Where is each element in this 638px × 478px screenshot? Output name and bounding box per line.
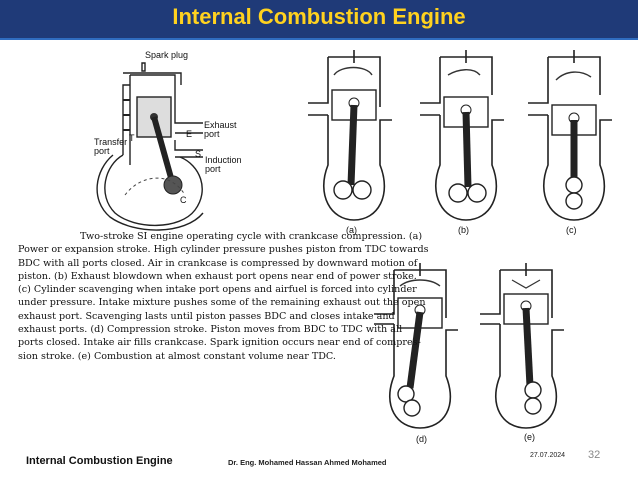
transfer-port-label: Transfer port: [94, 137, 128, 156]
cycle-diagram-e: [480, 263, 564, 429]
title-bar: Internal Combustion Engine: [0, 0, 638, 38]
diagram-label-e: (e): [524, 432, 535, 442]
caption-line: exhaust ports. (d) Compression stroke. P…: [18, 324, 403, 336]
induction-port-label: Induction port: [205, 155, 242, 174]
caption-line: piston. (b) Exhaust blowdown when exhaus…: [18, 270, 417, 282]
page-number: 32: [588, 449, 601, 461]
caption-line: Two-stroke SI engine operating cycle wit…: [80, 231, 423, 242]
label-c: C: [180, 195, 187, 205]
caption-line: exhaust port. Scavenging lasts until pis…: [18, 310, 395, 322]
title-underline: [0, 38, 638, 40]
connecting-rod-shape: [151, 116, 176, 186]
label-t: T: [129, 133, 135, 143]
diagram-label-b: (b): [458, 225, 469, 235]
caption-line: under pressure. Intake mixture pushes so…: [18, 297, 426, 309]
label-e: E: [186, 129, 193, 139]
diagram-label-a: (a): [346, 225, 357, 235]
caption-line: BDC with all ports closed. Air in crankc…: [18, 257, 418, 269]
diagram-label-c: (c): [566, 225, 577, 235]
cycle-diagram-b: [420, 50, 504, 221]
footer-title: Internal Combustion Engine: [26, 455, 173, 467]
crank-shape: [163, 175, 183, 195]
cycle-diagram-c: [528, 50, 612, 221]
footer-author: Dr. Eng. Mohamed Hassan Ahmed Mohamed: [228, 458, 387, 467]
slide-title: Internal Combustion Engine: [172, 4, 466, 29]
cycle-diagram-d: [374, 263, 458, 429]
spark-plug-label: Spark plug: [145, 50, 189, 60]
engine-cross-section-figure: [96, 62, 204, 231]
caption-line: sion stroke. (e) Combustion at almost co…: [18, 350, 336, 362]
figure-caption: Two-stroke SI engine operating cycle wit…: [18, 230, 429, 363]
cycle-diagram-a: [308, 50, 392, 221]
footer-date: 27.07.2024: [530, 452, 566, 459]
caption-line: (c) Cylinder scavenging when intake port…: [18, 284, 417, 296]
caption-line: Power or expansion stroke. High cylinder…: [18, 244, 429, 256]
caption-line: ports closed. Intake air fills crankcase…: [18, 337, 421, 349]
exhaust-port-label: Exhaust port: [204, 120, 237, 139]
diagram-label-d: (d): [416, 434, 427, 444]
label-s: S: [195, 149, 202, 159]
